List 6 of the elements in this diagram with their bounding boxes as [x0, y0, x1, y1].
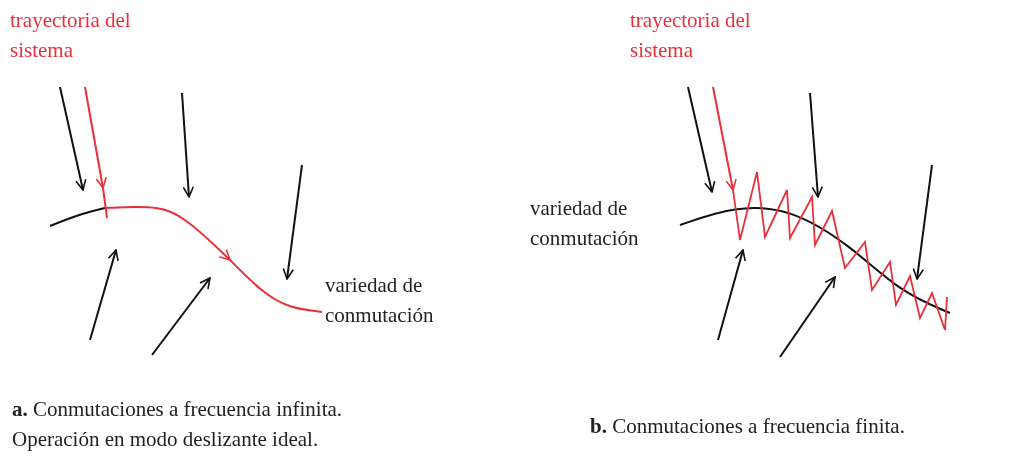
figure-caption: a. Conmutaciones a frecuencia infinita. Operación en modo deslizante ideal. — [12, 396, 344, 453]
surface-label: variedad de conmutación — [530, 195, 640, 252]
surface-label: variedad de conmutación — [325, 272, 435, 329]
figure-caption: b. Conmutaciones a frecuencia finita. — [590, 413, 906, 440]
trajectory-label: trayectoria del sistema — [10, 7, 132, 64]
trajectory-label: trayectoria del sistema — [630, 7, 752, 64]
